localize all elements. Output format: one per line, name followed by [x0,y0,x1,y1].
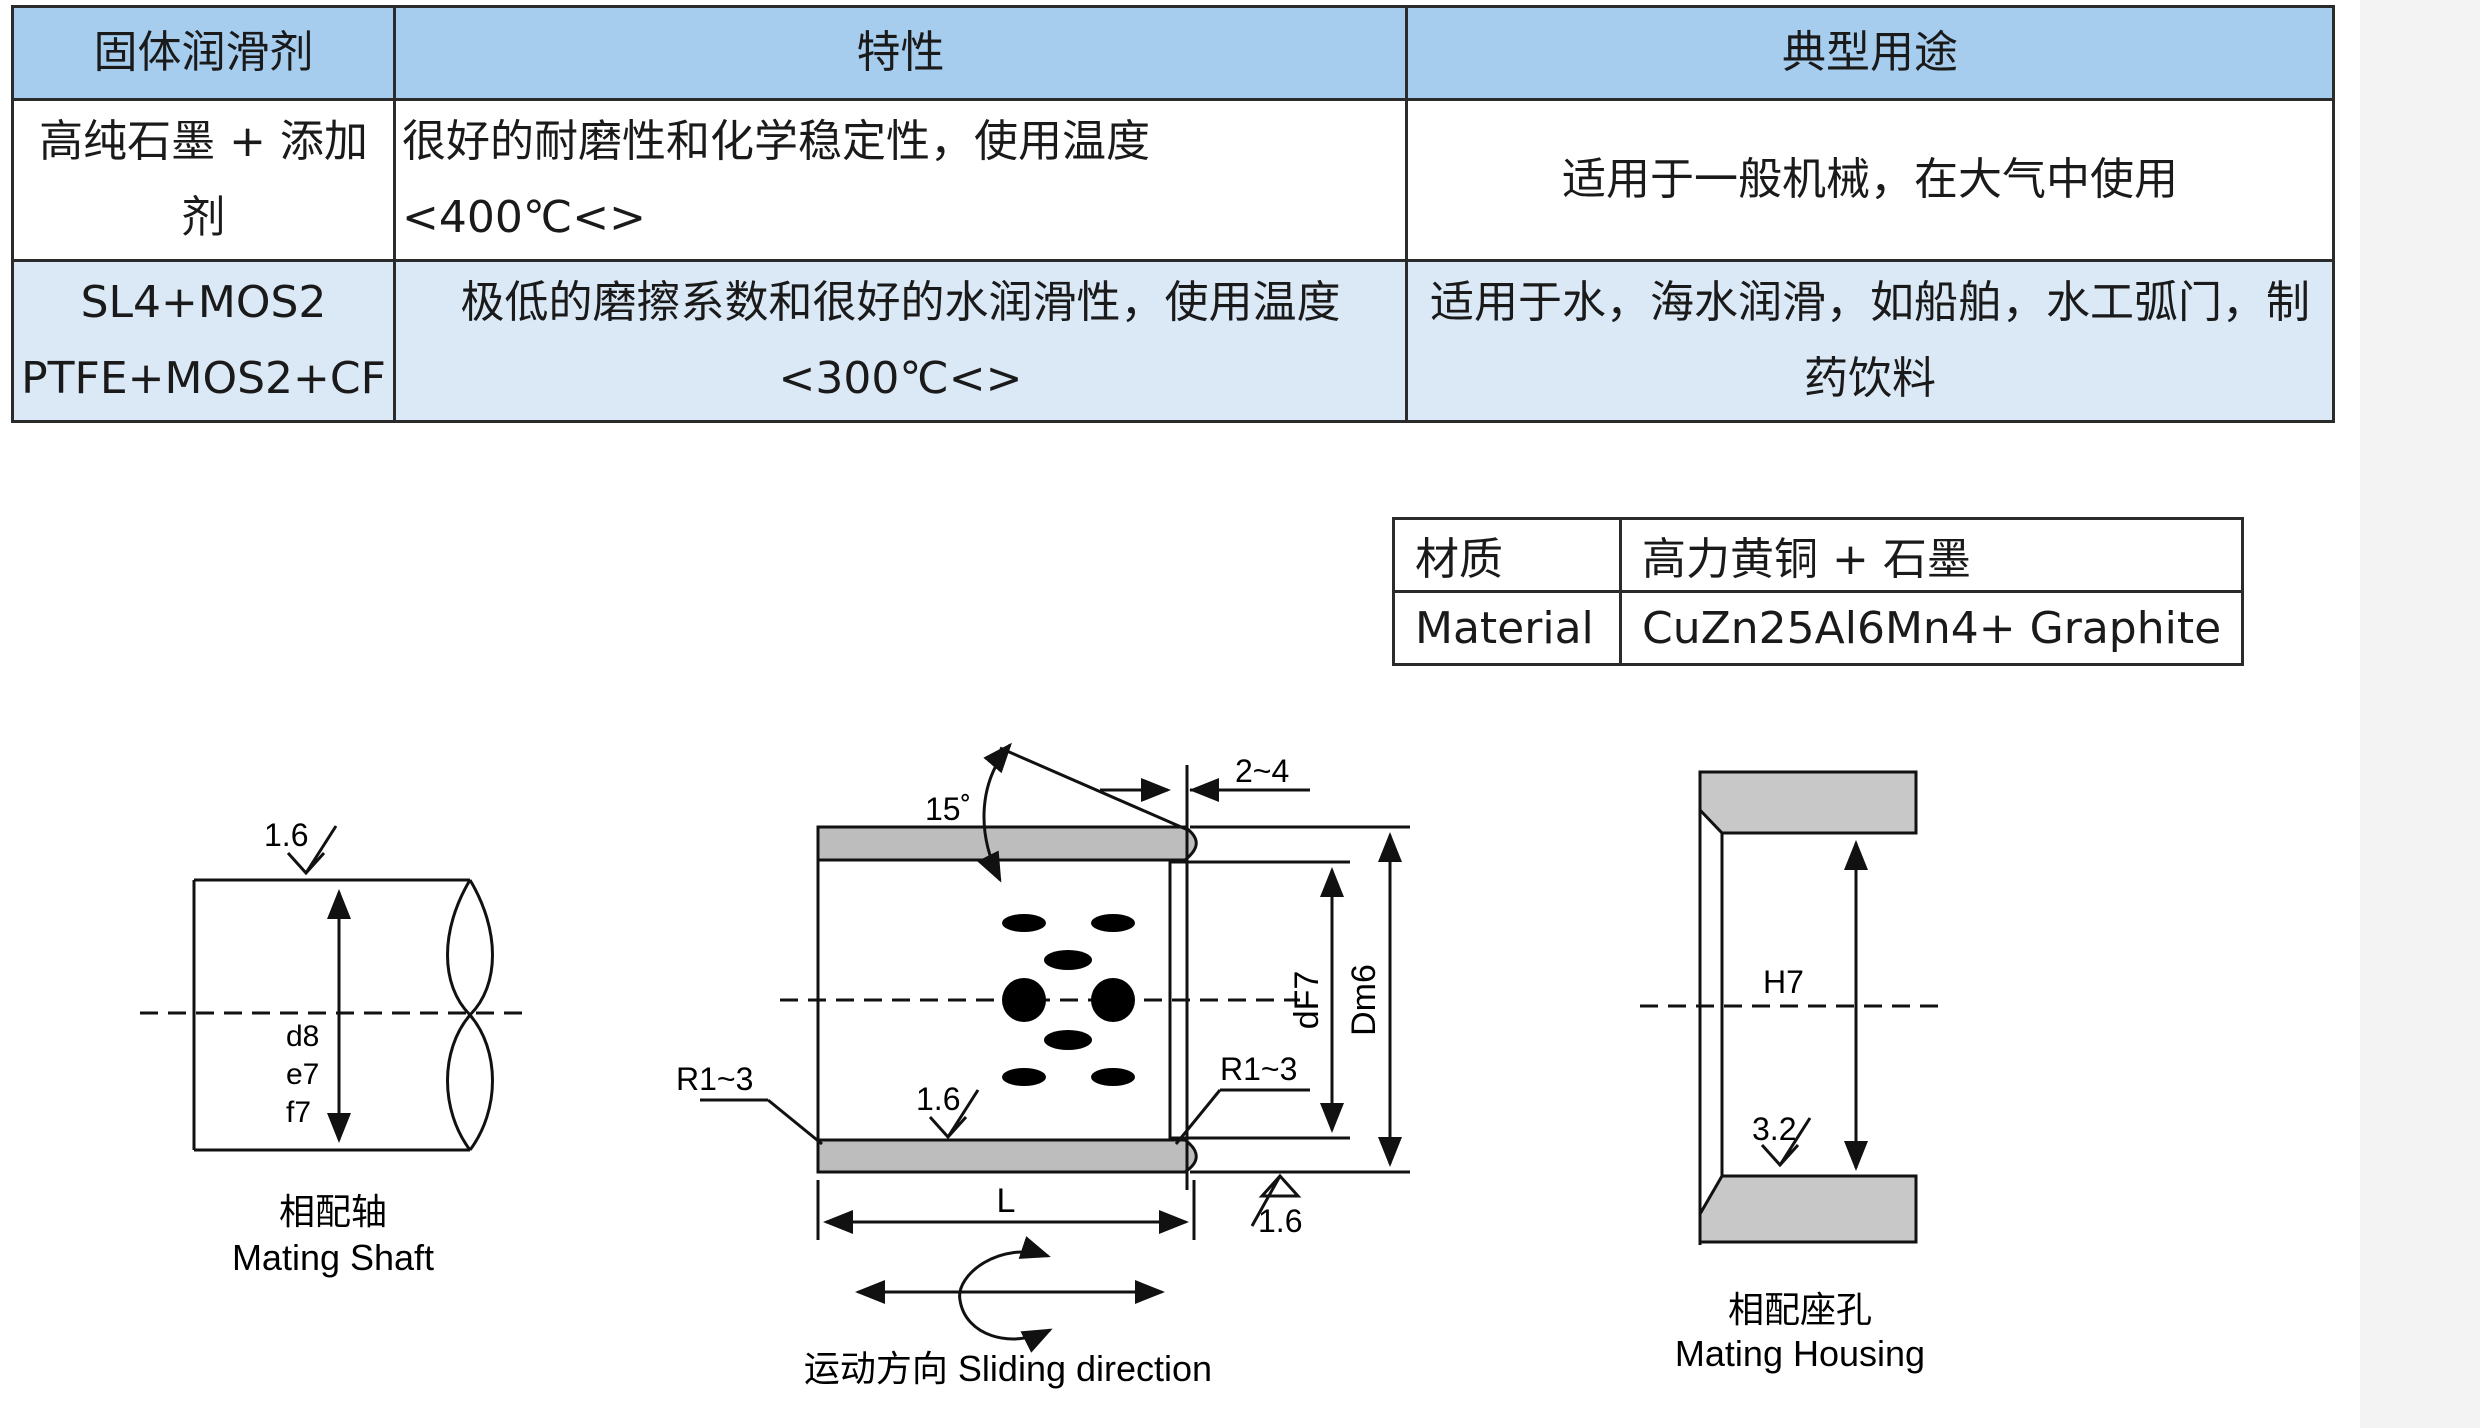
graphite-plugs [1002,914,1135,1086]
table-row: 高纯石墨 + 添加 剂 很好的耐磨性和化学稳定性，使用温度 <400℃<> 适用… [11,98,2335,262]
table-header-row: 固体润滑剂 特性 典型用途 [11,5,2335,101]
inner-fit-label: dF7 [1288,971,1326,1030]
rotation-arrow-icon [958,1236,1053,1353]
housing-caption-cn: 相配座孔 [1728,1289,1872,1330]
radius-right-label: R1~3 [1220,1051,1297,1087]
lubricant-table: 固体润滑剂 特性 典型用途 高纯石墨 + 添加 剂 很好的耐磨性和化学稳定性，使… [11,5,2335,423]
table-row: SL4+MOS2 PTFE+MOS2+CF 极低的磨擦系数和很好的水润滑性，使用… [11,259,2335,423]
usage-cell: 适用于一般机械，在大气中使用 [1405,98,2335,262]
property-cell: 很好的耐磨性和化学稳定性，使用温度 <400℃<> [393,98,1408,262]
chamfer-label: 2~4 [1235,753,1289,789]
material-key: 材质 [1392,517,1622,593]
lubricant-cell: 高纯石墨 + 添加 剂 [11,98,396,262]
roughness-symbol-icon [1250,1173,1302,1227]
outer-dim-label: Dm6 [1345,964,1383,1036]
material-row: Material CuZn25Al6Mn4+ Graphite [1392,590,2245,666]
angle-label: 15˚ [925,791,971,827]
material-key: Material [1392,590,1622,666]
material-value: CuZn25Al6Mn4+ Graphite [1618,590,2245,666]
usage-cell: 适用于水，海水润滑，如船舶，水工弧门，制 药饮料 [1405,259,2335,423]
sliding-caption: 运动方向 Sliding direction [804,1348,1212,1389]
page-gutter [2360,0,2480,1428]
material-table: 材质 高力黄铜 + 石墨 Material CuZn25Al6Mn4+ Grap… [1392,517,2245,666]
svg-text:1.6: 1.6 [916,1081,960,1117]
radius-left-label: R1~3 [676,1061,753,1097]
housing-fit-label: H7 [1763,964,1804,1000]
svg-text:d8: d8 [286,1020,319,1053]
roughness-symbol-icon [1760,1117,1812,1168]
shaft-caption-cn: 相配轴 [279,1191,387,1232]
header-lubricant: 固体润滑剂 [11,5,396,101]
svg-text:e7: e7 [286,1058,319,1091]
roughness-symbol-icon [286,825,338,876]
svg-text:1.6: 1.6 [1258,1203,1302,1239]
header-property: 特性 [393,5,1408,101]
header-usage: 典型用途 [1405,5,2335,101]
lubricant-cell: SL4+MOS2 PTFE+MOS2+CF [11,259,396,423]
svg-text:1.6: 1.6 [264,817,308,853]
bushing-drawing: dF7 Dm6 2~4 15˚ R1~3 R1~3 [676,742,1410,1389]
material-row: 材质 高力黄铜 + 石墨 [1392,517,2245,593]
svg-text:3.2: 3.2 [1752,1111,1796,1147]
shaft-caption-en: Mating Shaft [232,1237,434,1278]
mating-housing: H7 3.2 相配座孔 Mating Housing [1640,770,1940,1374]
property-cell: 极低的磨擦系数和很好的水润滑性，使用温度 <300℃<> [393,259,1408,423]
length-label: L [997,1182,1016,1220]
svg-text:f7: f7 [286,1096,311,1129]
material-value: 高力黄铜 + 石墨 [1618,517,2245,593]
mating-shaft: 1.6 d8 e7 f7 相配轴 Mating Shaft [140,817,530,1278]
housing-caption-en: Mating Housing [1675,1333,1925,1374]
roughness-symbol-icon [928,1089,980,1140]
